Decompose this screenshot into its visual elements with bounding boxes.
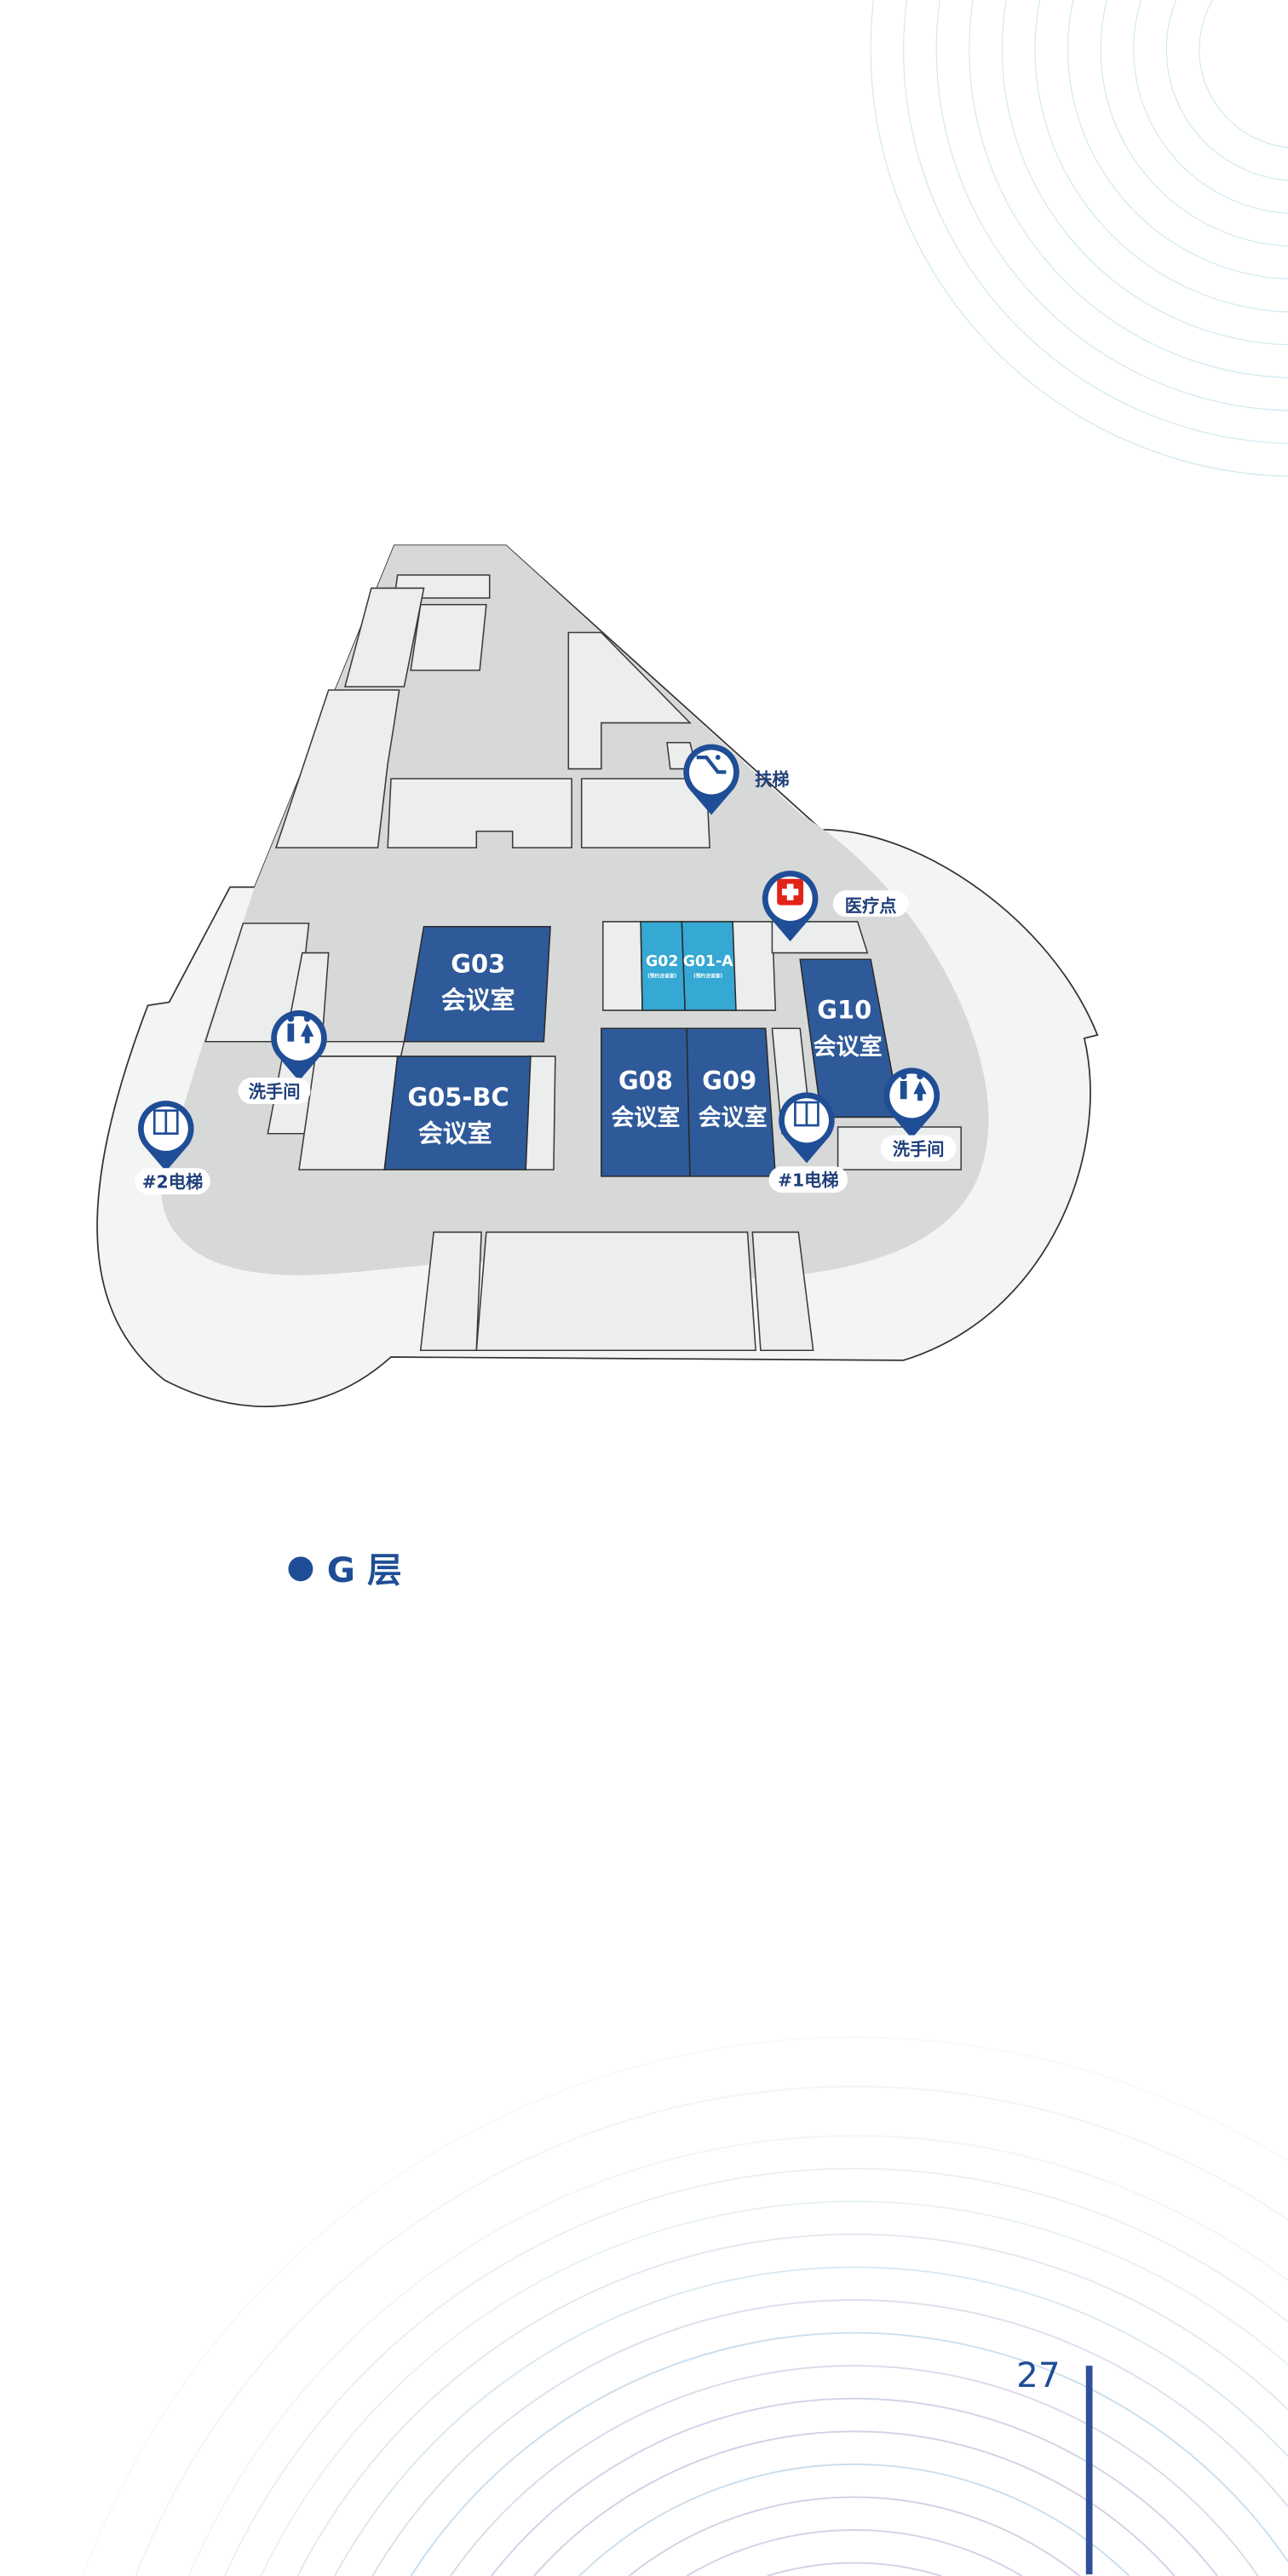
pin-elevator-1-label: #1电梯 <box>778 1170 839 1190</box>
decorative-arc <box>410 2332 1288 2576</box>
room-g02-code: G02 <box>646 953 678 970</box>
decorative-arcs-top <box>870 0 1288 477</box>
room-g08[interactable] <box>601 1027 691 1177</box>
room-g09-name: 会议室 <box>699 1104 768 1131</box>
decorative-arc <box>767 2562 942 2576</box>
room-g01a-name: (预约洽谈室) <box>693 972 722 979</box>
room-g03-name: 会议室 <box>441 986 515 1015</box>
pin-restroom-west[interactable]: 洗手间 <box>238 1009 327 1104</box>
room-g05-code: G05-BC <box>407 1083 509 1112</box>
pin-escalator-label: 扶梯 <box>755 769 790 790</box>
room-g01a-code: G01-A <box>683 953 734 970</box>
restroom-icon <box>287 1015 314 1044</box>
decorative-arc <box>969 0 1288 378</box>
decorative-arc <box>490 2397 1218 2576</box>
decorative-arc <box>903 0 1288 445</box>
restroom-icon <box>900 1072 927 1101</box>
decorative-arc <box>935 0 1288 411</box>
decorative-arc <box>686 2529 1023 2576</box>
room-g10-code: G10 <box>817 996 871 1025</box>
floor-bullet-icon <box>288 1556 313 1582</box>
decorative-arc <box>1100 0 1288 247</box>
decorative-arc <box>334 2266 1288 2576</box>
room-g03[interactable] <box>403 925 551 1043</box>
elevator-icon <box>152 1109 179 1136</box>
decorative-arc <box>135 2085 1288 2576</box>
pin-restroom-west-label: 洗手间 <box>249 1081 301 1101</box>
decorative-arc <box>224 2167 1288 2576</box>
decorative-arc <box>260 2200 1288 2576</box>
decorative-arc <box>1067 0 1288 280</box>
pin-medical[interactable]: 医疗点 <box>762 871 909 942</box>
room-g05-bc[interactable] <box>383 1055 532 1170</box>
decorative-arc <box>1165 0 1288 181</box>
decorative-arc <box>578 2463 1130 2576</box>
decorative-arc <box>1199 0 1288 148</box>
pin-elevator-2[interactable]: #2电梯 <box>135 1101 210 1195</box>
elevator-icon <box>794 1101 819 1127</box>
decorative-arc <box>450 2365 1259 2576</box>
decorative-arc <box>371 2299 1288 2576</box>
decorative-arc <box>628 2496 1081 2576</box>
floor-map: G03 会议室 G05-BC 会议室 G08 会议室 G09 会议室 G10 会… <box>96 544 1099 1407</box>
pin-restroom-east-label: 洗手间 <box>893 1139 945 1159</box>
pin-restroom-east[interactable]: 洗手间 <box>880 1067 957 1162</box>
room-g02-name: (预约洽谈室) <box>647 972 676 979</box>
decorative-arc <box>82 2036 1288 2576</box>
room-g05-name: 会议室 <box>418 1118 492 1147</box>
pin-elevator-2-label: #2电梯 <box>142 1171 204 1192</box>
decorative-arc <box>187 2135 1288 2576</box>
room-g09-code: G09 <box>702 1067 756 1095</box>
decorative-arc <box>1001 0 1288 346</box>
decorative-arc <box>1034 0 1288 313</box>
decorative-arcs-bottom <box>82 2036 1288 2576</box>
pin-escalator[interactable]: 扶梯 <box>683 744 790 815</box>
room-g03-code: G03 <box>451 950 505 979</box>
pin-elevator-1[interactable]: #1电梯 <box>768 1092 848 1193</box>
decorative-arc <box>1133 0 1288 214</box>
room-g01a[interactable] <box>681 921 737 1011</box>
room-g08-name: 会议室 <box>611 1104 680 1131</box>
page-number-bar <box>1085 2366 1093 2575</box>
decorative-arc <box>296 2233 1288 2576</box>
decorative-arc <box>533 2430 1176 2576</box>
decorative-arc <box>870 0 1288 477</box>
room-g09[interactable] <box>686 1027 777 1177</box>
pin-medical-label: 医疗点 <box>845 895 897 916</box>
room-g10-name: 会议室 <box>814 1033 883 1061</box>
page-number: 27 <box>1016 2355 1061 2395</box>
medical-cross-icon <box>777 878 804 906</box>
floor-title: G 层 <box>327 1550 402 1590</box>
floor-legend: G 层 <box>288 1550 402 1590</box>
room-g08-code: G08 <box>618 1067 673 1095</box>
escalator-icon <box>696 755 727 774</box>
